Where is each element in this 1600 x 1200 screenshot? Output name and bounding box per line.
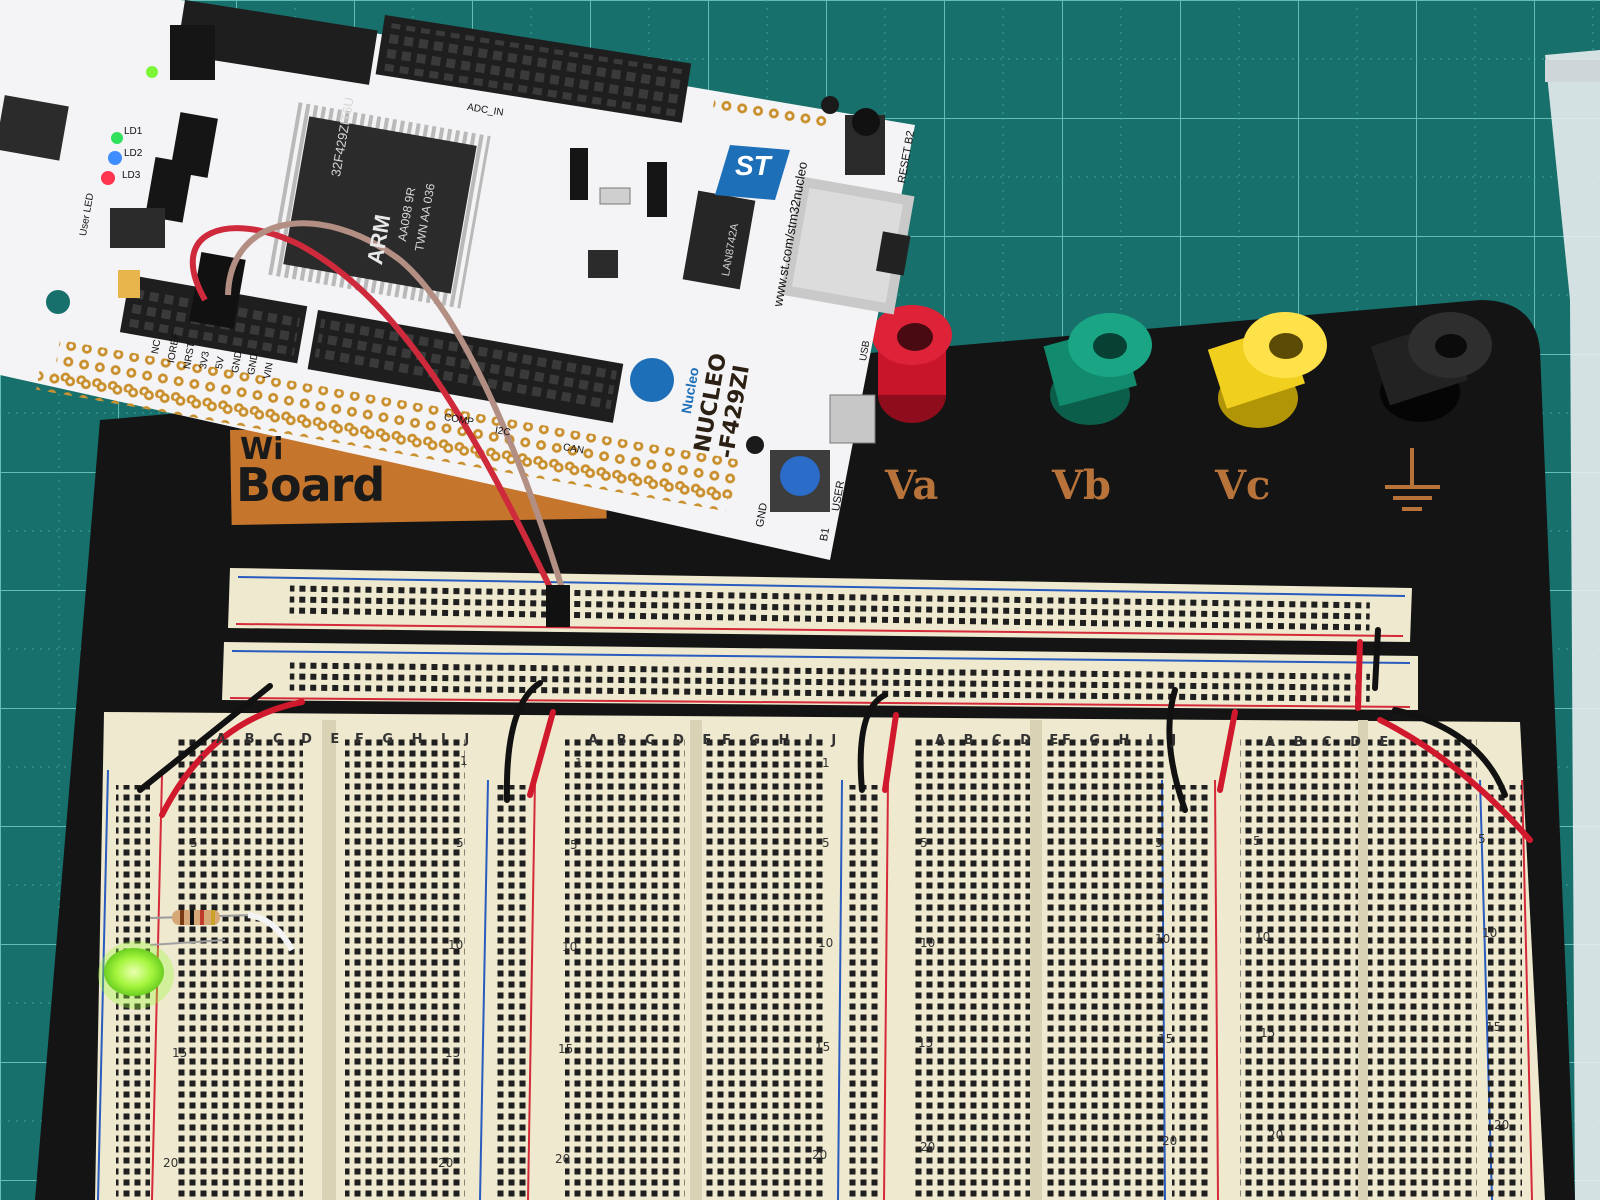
resistor [149, 910, 256, 925]
led-ld3 [101, 171, 115, 185]
voltage-regulator [110, 208, 165, 248]
small-ic [588, 250, 618, 278]
led-leg [149, 939, 226, 946]
mcu-chip [283, 116, 477, 294]
micro-usb-port [829, 394, 876, 444]
plastic-sleeve [1545, 50, 1600, 1200]
user-button[interactable] [770, 450, 830, 512]
tan-jumper-wire-long [225, 220, 568, 599]
board-led-green [146, 66, 158, 78]
reset-button[interactable] [845, 108, 885, 175]
binding-post-gnd [1370, 312, 1492, 422]
mounting-hole [746, 436, 764, 454]
plastic-sleeve-seal [1545, 60, 1600, 82]
nucleo-logo-icon [630, 358, 674, 402]
white-jumper-wire [247, 912, 295, 952]
phy-chip [682, 190, 756, 290]
binding-post-va [872, 305, 952, 423]
green-led [98, 941, 174, 1009]
jumper-2 [647, 162, 667, 217]
ethernet-jack [780, 176, 915, 315]
tantalum-cap [118, 270, 140, 298]
morpho-pads [53, 340, 740, 500]
binding-post-vc [1207, 312, 1327, 428]
led-ld2 [108, 151, 122, 165]
stlink-chip [0, 95, 69, 161]
wire-plug [546, 585, 570, 627]
rail-jumpers [137, 627, 1533, 843]
jumper-1 [570, 148, 588, 200]
jumper-3 [170, 112, 218, 178]
red-jumper-wire-long [189, 225, 558, 600]
nucleo-board [0, 0, 915, 560]
breadboard-channels [322, 720, 1368, 1200]
jumper-5 [170, 25, 215, 80]
jumper-4 [145, 156, 193, 223]
ground-symbol-icon [1385, 448, 1440, 511]
led-ld1 [111, 132, 123, 144]
power-rail-second [222, 642, 1418, 710]
binding-post-vb [1043, 313, 1152, 425]
crystal [599, 187, 631, 205]
mounting-hole [821, 96, 839, 114]
mounting-hole [46, 290, 70, 314]
st-logo-icon [715, 145, 790, 200]
header-top-left [176, 0, 378, 85]
